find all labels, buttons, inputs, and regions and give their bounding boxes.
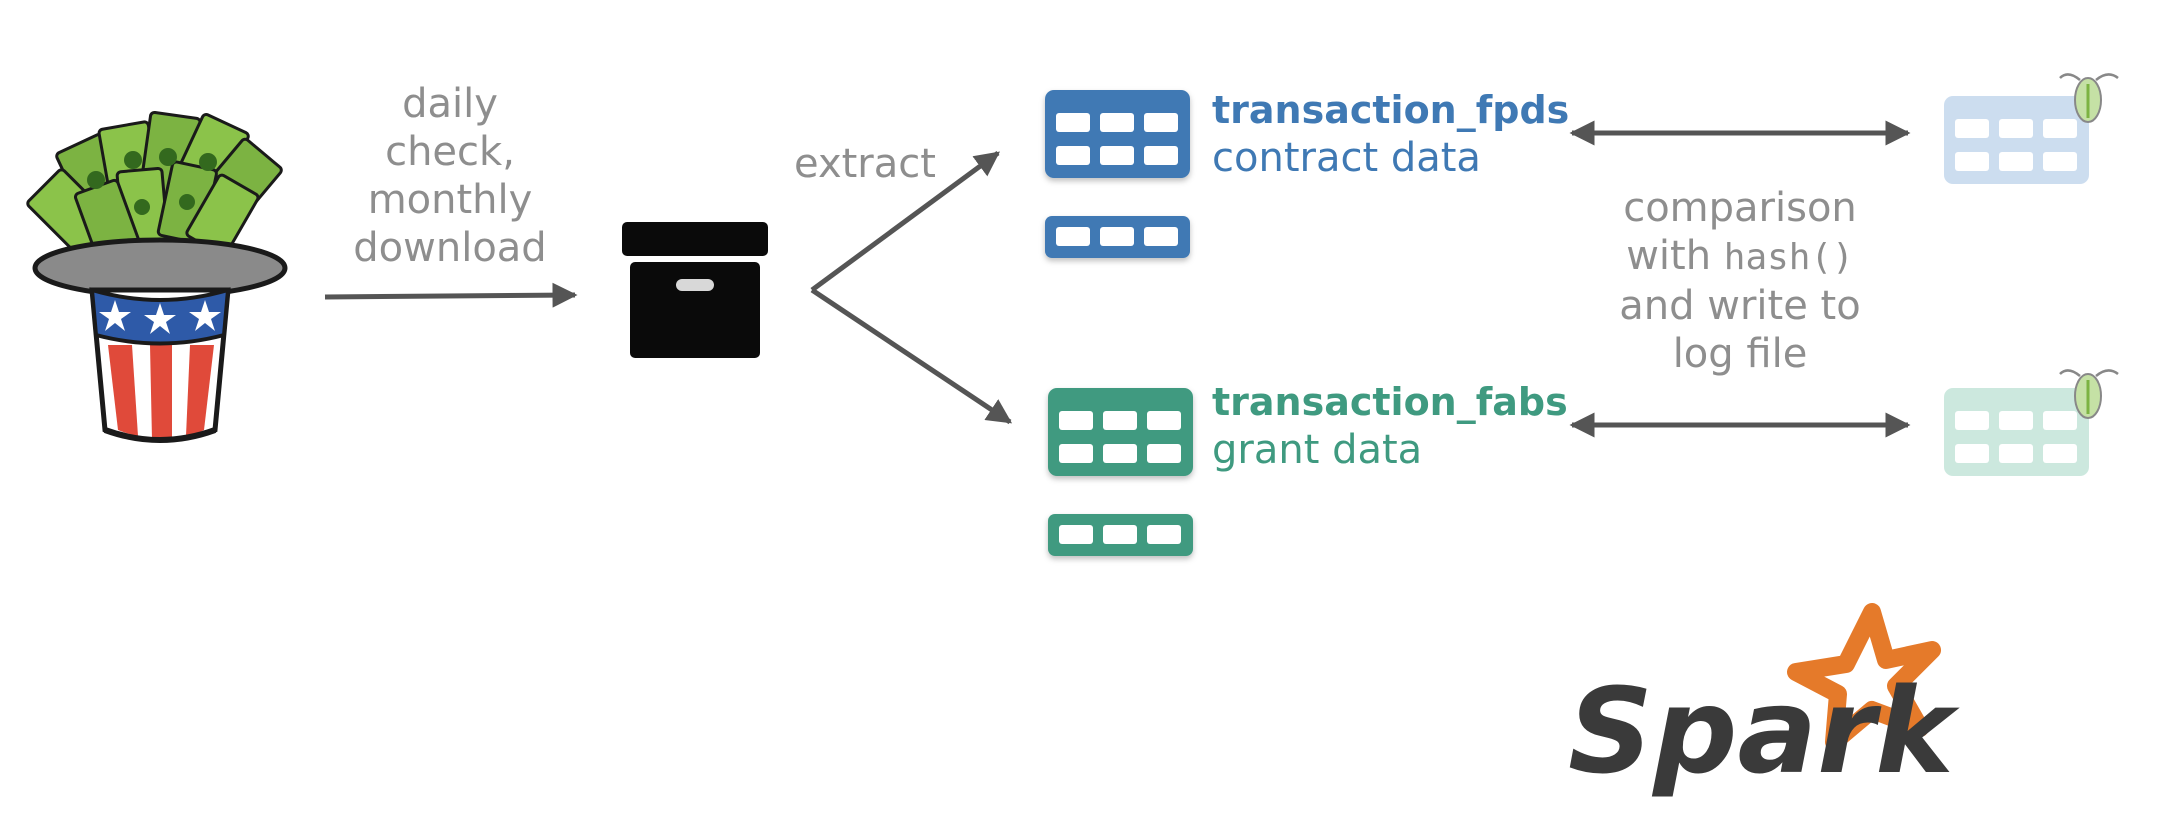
download-arrow xyxy=(324,282,578,308)
table-description-fpds: contract data xyxy=(1212,135,1481,181)
comparison-label: comparison with hash() and write to log … xyxy=(1580,184,1900,378)
extract-arrow-down xyxy=(810,287,1013,425)
extract-arrow-up xyxy=(810,150,1001,293)
svg-text:Spark: Spark xyxy=(1568,662,1960,800)
table-icon xyxy=(1048,388,1193,556)
download-label-line: check, xyxy=(385,129,515,175)
download-label-line: download xyxy=(353,225,547,271)
table-icon xyxy=(1045,90,1190,258)
download-label-line: daily xyxy=(402,81,498,127)
spark-logo: Spark xyxy=(1568,603,1960,800)
table-name-fabs: transaction_fabs xyxy=(1212,380,1568,424)
download-label-line: monthly xyxy=(367,177,533,223)
hash-function-code: hash() xyxy=(1723,237,1854,278)
archive-box-icon xyxy=(622,222,768,358)
comparison-with-text: with xyxy=(1626,233,1724,279)
spark-star-icon xyxy=(1787,603,1941,751)
extract-label: extract xyxy=(794,141,936,187)
bug-table-icon xyxy=(1944,96,2089,184)
comparison-label-line: log file xyxy=(1672,331,1808,377)
bug-icon xyxy=(2059,369,2119,419)
comparison-label-line: with hash() xyxy=(1580,232,1900,282)
bug-icon xyxy=(2059,73,2119,123)
download-label: daily check, monthly download xyxy=(340,80,560,272)
table-description-fabs: grant data xyxy=(1212,427,1423,473)
comparison-label-line: comparison xyxy=(1623,185,1857,231)
uncle-sam-hat-money-icon xyxy=(26,110,288,443)
bug-table-icon xyxy=(1944,388,2089,476)
comparison-label-line: and write to xyxy=(1619,283,1861,329)
table-name-fpds: transaction_fpds xyxy=(1212,88,1570,132)
